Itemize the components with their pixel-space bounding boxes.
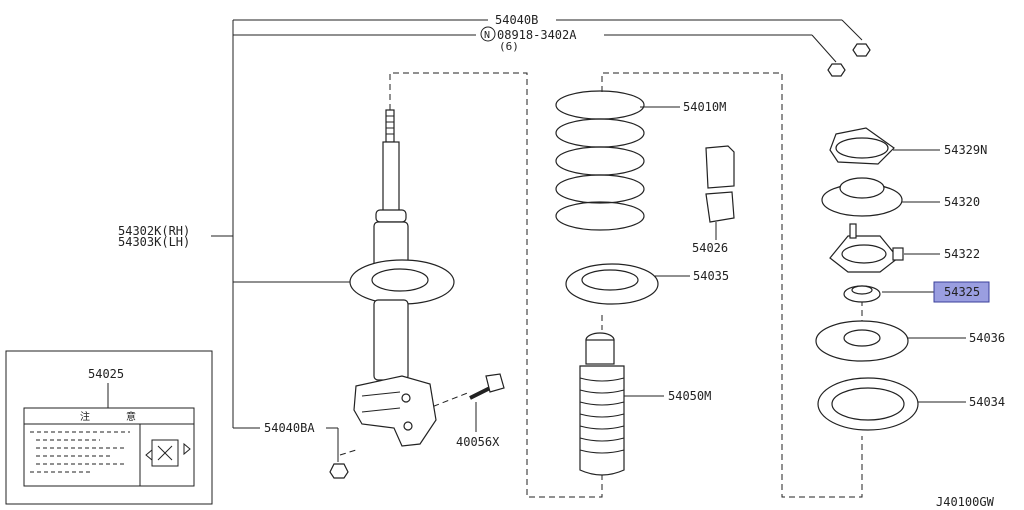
coil-spring (555, 90, 645, 231)
callout-54025: 54025 (88, 367, 124, 381)
n-marker-icon (480, 26, 496, 42)
callout-40056x: 40056X (456, 435, 500, 449)
callout-54036: 54036 (969, 331, 1005, 345)
callout-54026: 54026 (692, 241, 728, 255)
boot-54050m (579, 332, 625, 476)
callout-54035: 54035 (693, 269, 729, 283)
nut-54040ba (329, 463, 349, 479)
drawing-code: J40100GW (936, 495, 995, 509)
callout-labels: 54040B N 08918-3402A (6) 54302K(RH) 5430… (118, 13, 1005, 509)
callout-54320: 54320 (944, 195, 980, 209)
label-card-54025: 54025 注 意 (5, 350, 213, 505)
leader-lines (211, 19, 966, 462)
callout-nut-qty: (6) (499, 40, 519, 53)
callout-54034: 54034 (969, 395, 1005, 409)
n-marker-letter: N (484, 30, 490, 41)
callout-54010m: 54010M (683, 100, 726, 114)
rubber-54026 (705, 145, 735, 223)
bolt-40056x (469, 373, 505, 400)
callout-54040ba: 54040BA (264, 421, 315, 435)
callout-54050m: 54050M (668, 389, 711, 403)
callout-nut-code: 08918-3402A (497, 28, 577, 42)
strut-assembly (349, 109, 455, 447)
callout-54329n: 54329N (944, 143, 987, 157)
callout-strut-rh: 54302K(RH) (118, 224, 190, 238)
callout-strut-lh: 54303K(LH) (118, 235, 190, 249)
dashed-group-outlines (339, 72, 863, 498)
caution-pictogram-icon (145, 439, 191, 467)
callout-54040b: 54040B (495, 13, 538, 27)
label-header-right: 意 (126, 410, 136, 423)
label-header-left: 注 (80, 410, 90, 423)
spring-seat-54035 (565, 263, 659, 305)
upper-mount-stack (815, 43, 919, 431)
selected-part-highlight (933, 281, 990, 303)
callout-54325: 54325 (944, 285, 980, 299)
callout-54322: 54322 (944, 247, 980, 261)
